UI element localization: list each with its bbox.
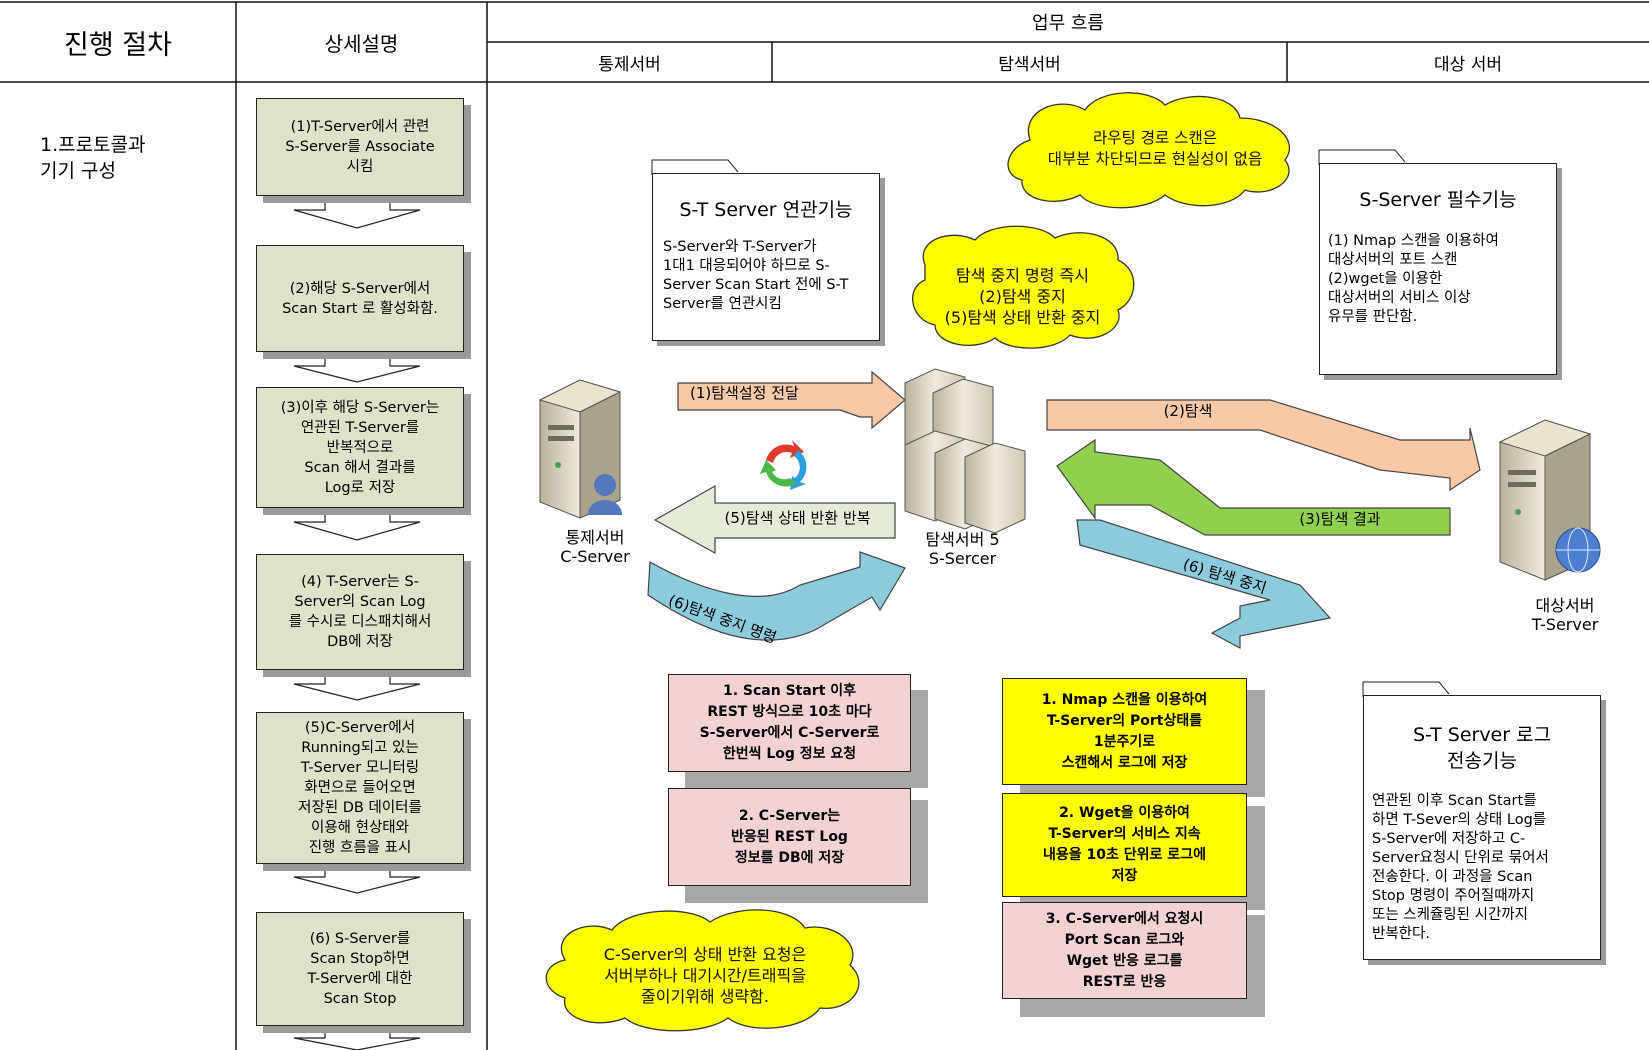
control-server-icon bbox=[538, 379, 622, 519]
arrow-6b-shape bbox=[1076, 519, 1332, 650]
note-tabs bbox=[651, 149, 1450, 697]
box-rest-log-db: 2. C-Server는 반응된 REST Log 정보를 DB에 저장 bbox=[668, 788, 911, 886]
header-procedure: 진행 절차 bbox=[64, 29, 172, 61]
recycle-icon bbox=[760, 440, 807, 490]
box-wget-service: 2. Wget을 이용하여 T-Server의 서비스 지속 내용을 10초 단… bbox=[1002, 793, 1247, 897]
cloud-routing-text: 라우팅 경로 스캔은 대부분 차단되므로 현실성이 없음 bbox=[1047, 129, 1263, 168]
note-st-log-transfer: S-T Server 로그 전송기능 연관된 이후 Scan Start를 하면… bbox=[1363, 695, 1601, 960]
box-rest-log-request: 1. Scan Start 이후 REST 방식으로 10초 마다 S-Serv… bbox=[668, 674, 911, 772]
note-st-log-transfer-title: S-T Server 로그 전송기능 bbox=[1412, 724, 1552, 772]
flow-arrows bbox=[647, 370, 1481, 650]
control-server-label: 통제서버 C-Server bbox=[560, 528, 630, 566]
step-box-2: (2)해당 S-Server에서 Scan Start 로 활성화함. bbox=[256, 245, 464, 352]
step-box-1: (1)T-Server에서 관련 S-Server를 Associate 시킴 bbox=[256, 98, 464, 196]
target-server-label: 대상서버 T-Server bbox=[1531, 596, 1599, 634]
cloud-cserver bbox=[545, 909, 860, 1032]
cloud-routing bbox=[1007, 92, 1291, 209]
note-st-log-transfer-body: 연관된 이후 Scan Start를 하면 T-Sever의 상태 Log를 S… bbox=[1372, 793, 1549, 942]
arrow-5-label: (5)탐색 상태 반환 반복 bbox=[724, 509, 871, 527]
arrow-2-shape bbox=[1046, 399, 1481, 492]
target-server-icon bbox=[1498, 419, 1601, 581]
note-st-association-body: S-Server와 T-Server가 1대1 대응되어야 하므로 S- Ser… bbox=[663, 239, 849, 312]
note-st-association-title: S-T Server 연관기능 bbox=[679, 199, 853, 221]
box-rest-response: 3. C-Server에서 요청시 Port Scan 로그와 Wget 반응 … bbox=[1002, 902, 1247, 999]
arrow-3-shape bbox=[1056, 438, 1451, 536]
note-st-association: S-T Server 연관기능 S-Server와 T-Server가 1대1 … bbox=[652, 173, 880, 341]
arrow-3-label: (3)탐색 결과 bbox=[1299, 510, 1381, 528]
cloud-stop bbox=[912, 225, 1135, 349]
cloud-cserver-text: C-Server의 상태 반환 요청은 서버부하나 대기시간/트래픽을 줄이기위… bbox=[603, 945, 807, 1006]
step-box-4: (4) T-Server는 S- Server의 Scan Log 를 수시로 … bbox=[256, 554, 464, 670]
header-detail: 상세설명 bbox=[324, 31, 399, 56]
step-box-5: (5)C-Server에서 Running되고 있는 T-Server 모니터링… bbox=[256, 712, 464, 864]
arrow-6a-shape bbox=[647, 551, 906, 641]
arrow-5-shape bbox=[653, 484, 896, 555]
step-down-arrows bbox=[293, 199, 421, 1050]
note-s-server-required-body: (1) Nmap 스캔을 이용하여 대상서버의 포트 스캔 (2)wget을 이… bbox=[1328, 233, 1499, 325]
clouds bbox=[545, 92, 1291, 1032]
cloud-stop-text: 탐색 중지 명령 즉시 (2)탐색 중지 (5)탐색 상태 반환 중지 bbox=[944, 266, 1101, 327]
header-flow: 업무 흐름 bbox=[1032, 13, 1104, 34]
step-box-3: (3)이후 해당 S-Server는 연관된 T-Server를 반복적으로 S… bbox=[256, 387, 464, 508]
arrow-2-label: (2)탐색 bbox=[1163, 402, 1213, 420]
search-server-cluster-icon bbox=[904, 368, 1026, 534]
header-target-server: 대상 서버 bbox=[1434, 54, 1502, 75]
search-server-label: 탐색서버 5 S-Sercer bbox=[925, 530, 1000, 568]
step-box-6: (6) S-Server를 Scan Stop하면 T-Server에 대한 S… bbox=[256, 912, 464, 1026]
header-search-server: 탐색서버 bbox=[998, 54, 1061, 75]
arrow-1-label: (1)탐색설정 전달 bbox=[690, 384, 799, 402]
box-nmap-scan: 1. Nmap 스캔을 이용하여 T-Server의 Port상태를 1분주기로… bbox=[1002, 678, 1247, 785]
note-s-server-required: S-Server 필수기능 (1) Nmap 스캔을 이용하여 대상서버의 포트… bbox=[1319, 163, 1557, 375]
header-control-server: 통제서버 bbox=[598, 54, 661, 75]
procedure-item-1: 1.프로토콜과 기기 구성 bbox=[40, 134, 146, 182]
arrow-1-shape bbox=[677, 370, 906, 430]
note-s-server-required-title: S-Server 필수기능 bbox=[1359, 189, 1517, 211]
